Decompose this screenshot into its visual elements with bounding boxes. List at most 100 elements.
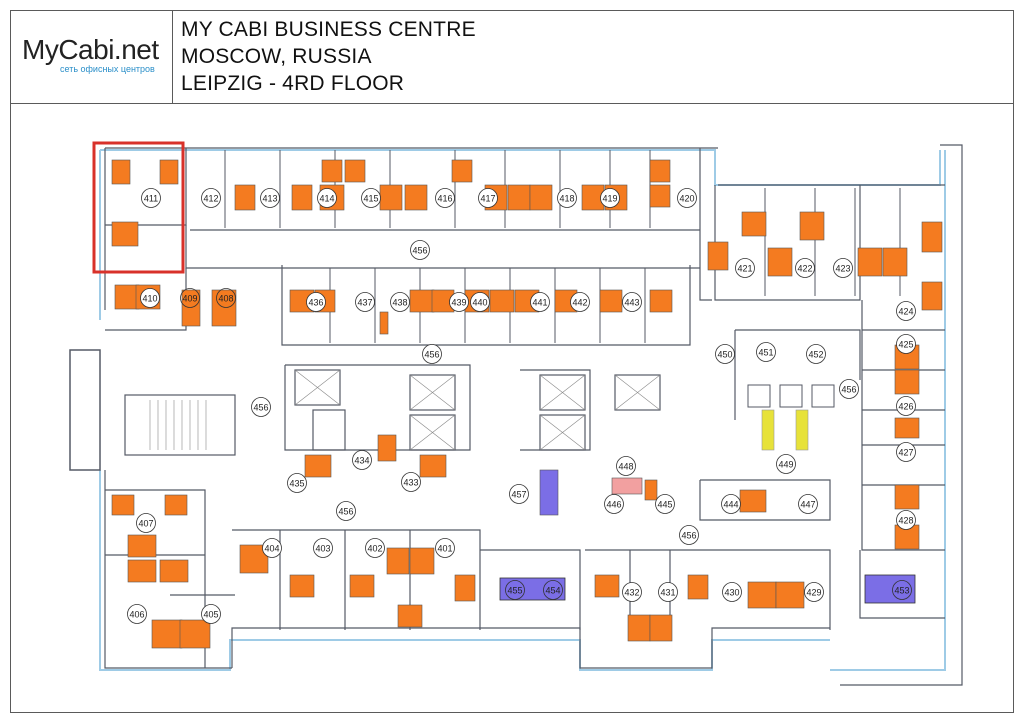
room-449[interactable]: 449 — [776, 454, 796, 474]
desk — [159, 559, 189, 583]
room-440[interactable]: 440 — [470, 292, 490, 312]
room-413[interactable]: 413 — [260, 188, 280, 208]
room-marker — [833, 258, 853, 278]
wc-cubicle — [747, 384, 771, 408]
room-427[interactable]: 427 — [896, 442, 916, 462]
room-445[interactable]: 445 — [655, 494, 675, 514]
room-447[interactable]: 447 — [798, 494, 818, 514]
room-434[interactable]: 434 — [352, 450, 372, 470]
room-405[interactable]: 405 — [201, 604, 221, 624]
room-441[interactable]: 441 — [530, 292, 550, 312]
room-marker — [722, 582, 742, 602]
room-404[interactable]: 404 — [262, 538, 282, 558]
room-448[interactable]: 448 — [616, 456, 636, 476]
room-409[interactable]: 409 — [180, 288, 200, 308]
desk — [894, 417, 920, 439]
title-line-3: LEIPZIG - 4RD FLOOR — [181, 72, 405, 95]
room-marker — [410, 240, 430, 260]
room-454[interactable]: 454 — [543, 580, 563, 600]
room-401[interactable]: 401 — [435, 538, 455, 558]
room-labels[interactable]: 411 412 413 414 415 416 417 418 419 420 421 422 423 4… — [127, 188, 916, 624]
room-428[interactable]: 428 — [896, 510, 916, 530]
room-label: 416 — [437, 194, 452, 204]
room-417[interactable]: 417 — [478, 188, 498, 208]
room-443[interactable]: 443 — [622, 292, 642, 312]
header-divider — [10, 103, 1014, 104]
room-label: 438 — [392, 298, 407, 308]
room-418[interactable]: 418 — [557, 188, 577, 208]
room-435[interactable]: 435 — [287, 473, 307, 493]
room-429[interactable]: 429 — [804, 582, 824, 602]
desk — [599, 289, 623, 313]
room-marker — [543, 580, 563, 600]
room-425[interactable]: 425 — [896, 334, 916, 354]
room-456[interactable]: 456 — [410, 240, 430, 260]
desk — [404, 184, 428, 211]
room-430[interactable]: 430 — [722, 582, 742, 602]
room-437[interactable]: 437 — [355, 292, 375, 312]
room-412[interactable]: 412 — [201, 188, 221, 208]
room-marker — [352, 450, 372, 470]
room-456[interactable]: 456 — [679, 525, 699, 545]
room-marker — [658, 582, 678, 602]
desk — [454, 574, 476, 602]
room-438[interactable]: 438 — [390, 292, 410, 312]
room-426[interactable]: 426 — [896, 396, 916, 416]
desk — [882, 247, 908, 277]
room-450[interactable]: 450 — [715, 344, 735, 364]
room-444[interactable]: 444 — [721, 494, 741, 514]
room-452[interactable]: 452 — [806, 344, 826, 364]
desk — [649, 159, 671, 183]
lift-shaft — [614, 374, 661, 411]
room-424[interactable]: 424 — [896, 301, 916, 321]
room-402[interactable]: 402 — [365, 538, 385, 558]
room-407[interactable]: 407 — [136, 513, 156, 533]
room-455[interactable]: 455 — [505, 580, 525, 600]
desk — [409, 289, 435, 313]
room-432[interactable]: 432 — [622, 582, 642, 602]
desk — [111, 159, 131, 185]
room-421[interactable]: 421 — [735, 258, 755, 278]
room-456[interactable]: 456 — [251, 397, 271, 417]
room-marker — [422, 344, 442, 364]
room-415[interactable]: 415 — [361, 188, 381, 208]
room-414[interactable]: 414 — [317, 188, 337, 208]
room-label: 452 — [808, 350, 823, 360]
room-456[interactable]: 456 — [336, 501, 356, 521]
room-marker — [141, 188, 161, 208]
room-marker — [317, 188, 337, 208]
room-439[interactable]: 439 — [449, 292, 469, 312]
room-410[interactable]: 410 — [140, 288, 160, 308]
room-453[interactable]: 453 — [892, 580, 912, 600]
room-marker — [180, 288, 200, 308]
room-456[interactable]: 456 — [839, 379, 859, 399]
kitchen-counter — [611, 477, 643, 495]
room-419[interactable]: 419 — [600, 188, 620, 208]
room-420[interactable]: 420 — [677, 188, 697, 208]
desk — [321, 159, 343, 183]
room-label: 412 — [203, 194, 218, 204]
room-411[interactable]: 411 — [141, 188, 161, 208]
room-403[interactable]: 403 — [313, 538, 333, 558]
room-436[interactable]: 436 — [306, 292, 326, 312]
room-423[interactable]: 423 — [833, 258, 853, 278]
room-422[interactable]: 422 — [795, 258, 815, 278]
walls — [104, 144, 963, 686]
facade-glass — [100, 149, 941, 186]
room-406[interactable]: 406 — [127, 604, 147, 624]
room-433[interactable]: 433 — [401, 472, 421, 492]
room-431[interactable]: 431 — [658, 582, 678, 602]
desk — [419, 454, 447, 478]
room-446[interactable]: 446 — [604, 494, 624, 514]
room-marker — [715, 344, 735, 364]
room-label: 425 — [898, 340, 913, 350]
room-408[interactable]: 408 — [216, 288, 236, 308]
room-456[interactable]: 456 — [422, 344, 442, 364]
room-416[interactable]: 416 — [435, 188, 455, 208]
room-457[interactable]: 457 — [509, 484, 529, 504]
room-442[interactable]: 442 — [570, 292, 590, 312]
room-label: 456 — [338, 507, 353, 517]
desk — [894, 484, 920, 510]
room-label: 451 — [758, 348, 773, 358]
room-451[interactable]: 451 — [756, 342, 776, 362]
